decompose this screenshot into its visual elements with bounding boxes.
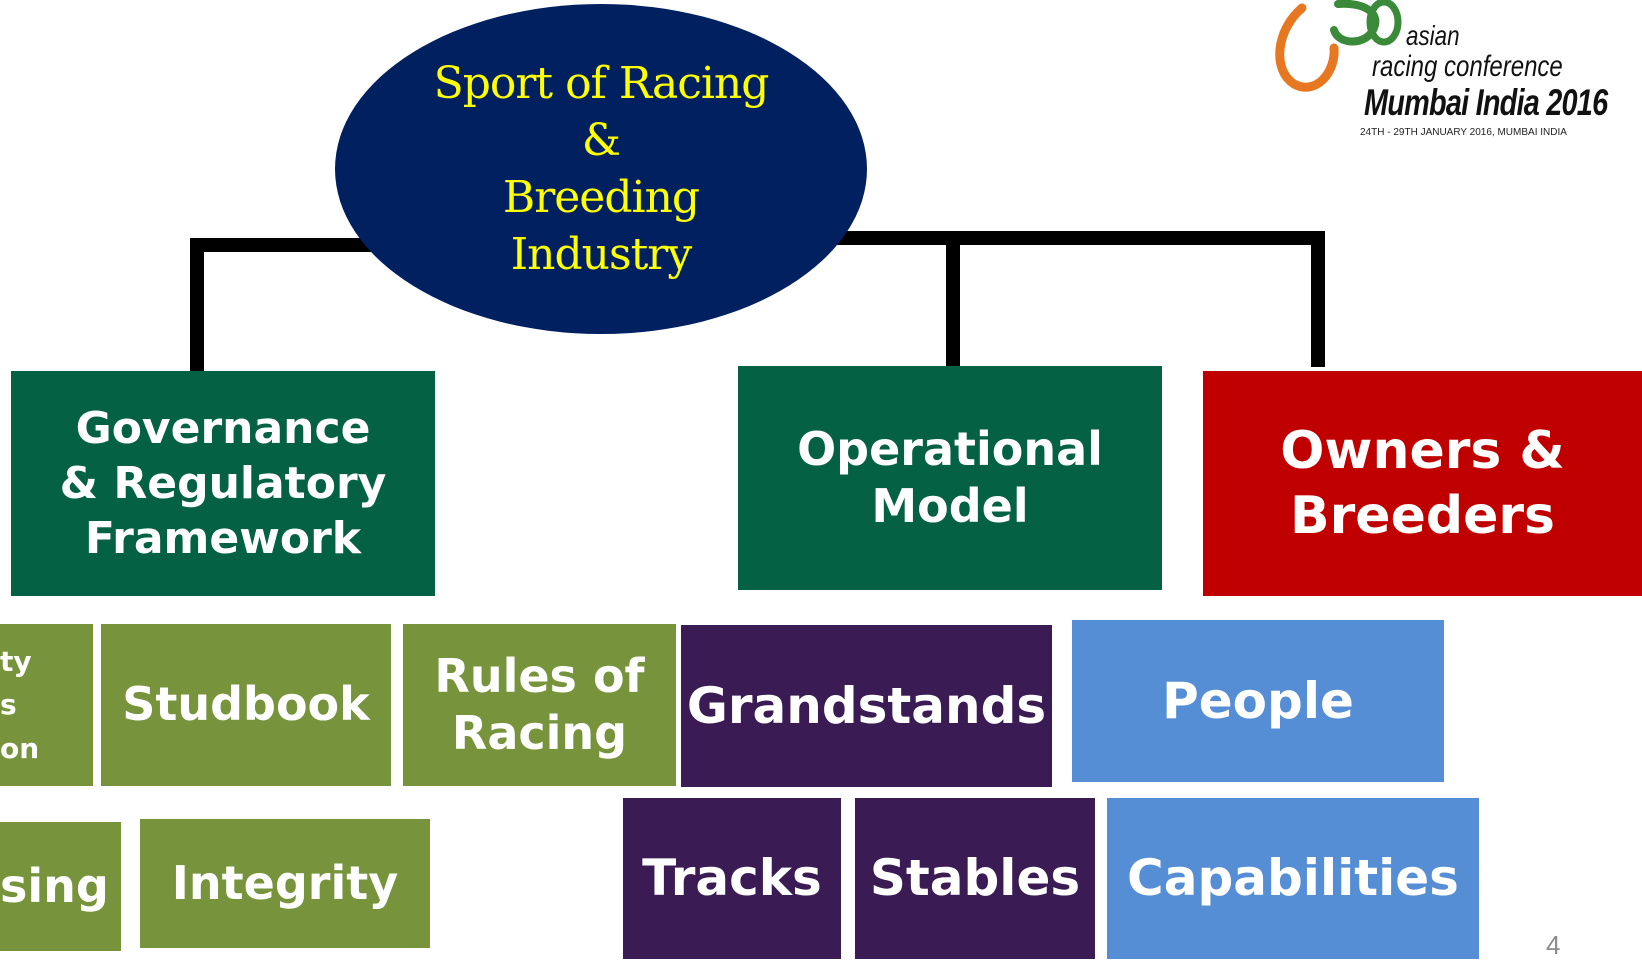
connector-operational-vertical xyxy=(946,231,960,372)
governance-item-studbook-label: Studbook xyxy=(122,677,370,732)
connector-owners-vertical xyxy=(1311,231,1325,367)
owners-item-capabilities: Capabilities xyxy=(1107,798,1479,959)
root-node: Sport of Racing & Breeding Industry xyxy=(335,4,867,334)
owners-item-capabilities-label: Capabilities xyxy=(1127,849,1459,908)
governance-item-partial-bottom-label: sing xyxy=(0,858,109,913)
governance-item-partial-bottom: sing xyxy=(0,822,121,951)
slide-number: 4 xyxy=(1546,930,1561,960)
category-owners-label: Owners & Breeders xyxy=(1280,420,1565,546)
logo-line4: 24TH - 29TH JANUARY 2016, MUMBAI INDIA xyxy=(1360,127,1567,138)
governance-item-studbook: Studbook xyxy=(101,624,391,786)
owners-item-people-label: People xyxy=(1162,671,1354,730)
connector-left-horizontal xyxy=(190,238,376,252)
governance-item-rules-label: Rules of Racing xyxy=(434,648,645,761)
operational-item-grandstands: Grandstands xyxy=(681,625,1052,787)
connector-left-vertical xyxy=(190,238,204,372)
operational-item-tracks: Tracks xyxy=(623,798,841,959)
category-owners: Owners & Breeders xyxy=(1203,371,1642,596)
owners-item-people: People xyxy=(1072,620,1444,782)
governance-item-integrity-label: Integrity xyxy=(171,855,399,910)
logo-line1: asian xyxy=(1406,20,1460,51)
governance-item-partial-top: ty s on xyxy=(0,624,93,786)
root-label: Sport of Racing & Breeding Industry xyxy=(433,57,770,281)
operational-item-stables-label: Stables xyxy=(869,849,1081,908)
category-operational: Operational Model xyxy=(738,366,1162,590)
logo-line3: Mumbai India 2016 xyxy=(1364,82,1608,123)
operational-item-tracks-label: Tracks xyxy=(642,849,822,908)
category-governance-label: Governance & Regulatory Framework xyxy=(59,403,387,564)
governance-item-partial-top-label: ty s on xyxy=(0,644,40,765)
conference-logo: asian racing conference Mumbai India 201… xyxy=(1272,0,1637,142)
category-operational-label: Operational Model xyxy=(797,421,1103,534)
operational-item-stables: Stables xyxy=(855,798,1095,959)
logo-graphic xyxy=(1275,0,1402,92)
logo-line2: racing conference xyxy=(1372,50,1563,83)
governance-item-rules: Rules of Racing xyxy=(403,624,676,786)
connector-right-horizontal xyxy=(822,231,1324,245)
governance-item-integrity: Integrity xyxy=(140,819,430,948)
category-governance: Governance & Regulatory Framework xyxy=(11,371,435,596)
operational-item-grandstands-label: Grandstands xyxy=(686,676,1047,735)
